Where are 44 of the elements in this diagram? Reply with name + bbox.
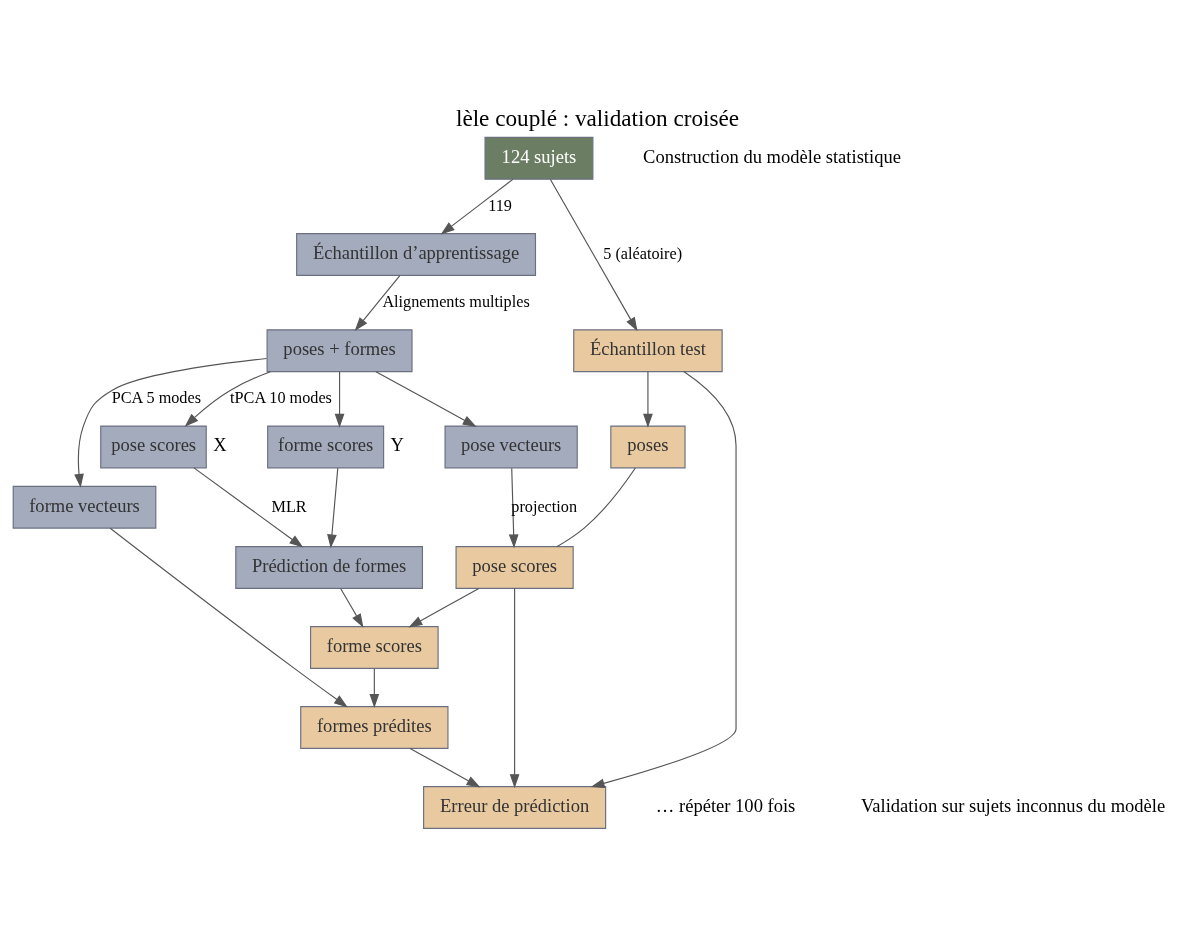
arrow	[184, 371, 271, 427]
arrow	[508, 467, 519, 549]
arrow	[109, 527, 348, 708]
node-box: Échantillon d’apprentissage	[296, 233, 537, 276]
node-box: forme scores	[310, 626, 439, 669]
arrow	[193, 467, 304, 548]
label: Construction du modèle statistique	[643, 145, 901, 167]
node-box: pose scores	[455, 546, 574, 589]
arrow	[327, 467, 339, 549]
edge-label: MLR	[271, 497, 307, 516]
label: … répéter 100 fois	[655, 794, 796, 816]
arrow	[340, 588, 364, 628]
node-box: poses	[610, 425, 686, 469]
arrow	[440, 178, 514, 235]
edge-label: 5 (aléatoire)	[603, 244, 683, 263]
arrow	[408, 587, 480, 628]
label: Validation sur sujets inconnus du modèle	[861, 794, 1166, 816]
connector	[556, 467, 636, 548]
node-label: Y	[390, 434, 404, 456]
node-box: poses + formes	[266, 329, 413, 373]
arrow	[590, 371, 737, 789]
node-box: Échantillon test	[573, 329, 723, 373]
node-box: 124 sujets	[484, 136, 594, 180]
arrow	[643, 371, 653, 428]
edge-label: Alignements multiples	[382, 292, 530, 311]
arrow	[375, 371, 477, 427]
arrow	[369, 668, 380, 708]
node-box: forme vecteurs	[12, 485, 157, 529]
arrow	[334, 371, 345, 428]
diagram-title: lèle couplé : validation croisée	[455, 104, 740, 131]
node-box: Erreur de prédiction	[423, 786, 607, 829]
edge-label: PCA 5 modes	[111, 389, 201, 408]
arrow	[549, 178, 638, 332]
node-box: Prédiction de formes	[235, 546, 423, 589]
node-label: X	[213, 434, 227, 456]
edge-label: 119	[488, 196, 512, 215]
edge-label: projection	[511, 497, 578, 516]
edge-label: tPCA 10 modes	[230, 389, 332, 408]
arrow	[354, 275, 401, 332]
arrow	[509, 587, 520, 789]
node-box: pose vecteurs	[444, 425, 578, 469]
arrow	[74, 357, 268, 488]
node-box: formes prédites	[300, 706, 449, 749]
arrow	[409, 747, 481, 788]
